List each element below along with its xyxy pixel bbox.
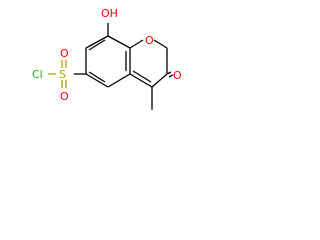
- benzene-ring: [85, 35, 131, 88]
- structure-diagram: OH O O S O O Cl: [0, 0, 214, 149]
- chlorine-label: Cl: [32, 68, 43, 81]
- sulfonyl-bonds: [48, 60, 67, 88]
- hydroxyl-label: OH: [101, 7, 118, 20]
- pyranone-ring: [129, 39, 168, 88]
- ring-oxygen-label: O: [145, 34, 154, 47]
- carbonyl-bond: [166, 71, 174, 78]
- molecule-drawing: OH O O S O O Cl: [32, 7, 182, 110]
- sulfonyl-oxygen-bottom-label: O: [60, 90, 69, 103]
- carbonyl-oxygen-label: O: [173, 69, 182, 82]
- sulfur-label: S: [59, 68, 66, 81]
- sulfonyl-oxygen-top-label: O: [60, 47, 69, 60]
